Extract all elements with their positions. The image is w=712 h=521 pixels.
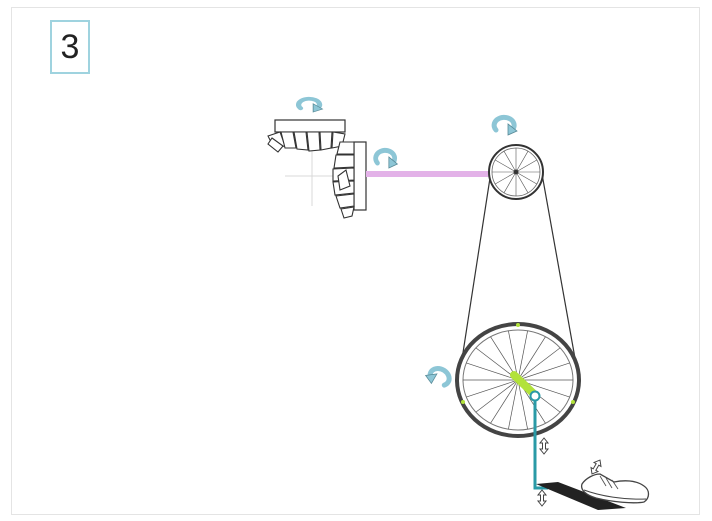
horizontal-gear-teeth [267,131,346,153]
horizontal-gear-hub [274,119,346,133]
small-pulley [488,144,544,200]
vertical-gear-hub [353,141,367,211]
crank-pin [529,390,541,402]
rotation-arrow-icon [376,150,398,168]
bevel-gear-icon [267,119,367,219]
up-down-arrow-icon [537,489,547,507]
rotation-arrow-icon [494,117,517,135]
step-number-badge: 3 [50,20,90,74]
connecting-rod [533,400,548,490]
up-down-arrow-icon [588,457,604,477]
pedal-plate [536,482,626,510]
drive-belt [457,173,579,386]
up-down-arrow-icon [539,437,549,455]
rotation-arrow-icon [424,364,453,391]
crank-arm [510,371,539,399]
diagram-frame [11,7,700,515]
shoe-icon [580,473,650,504]
vertical-gear-teeth [332,141,355,219]
step-number: 3 [60,27,80,66]
rotation-arrow-icon [299,99,323,112]
